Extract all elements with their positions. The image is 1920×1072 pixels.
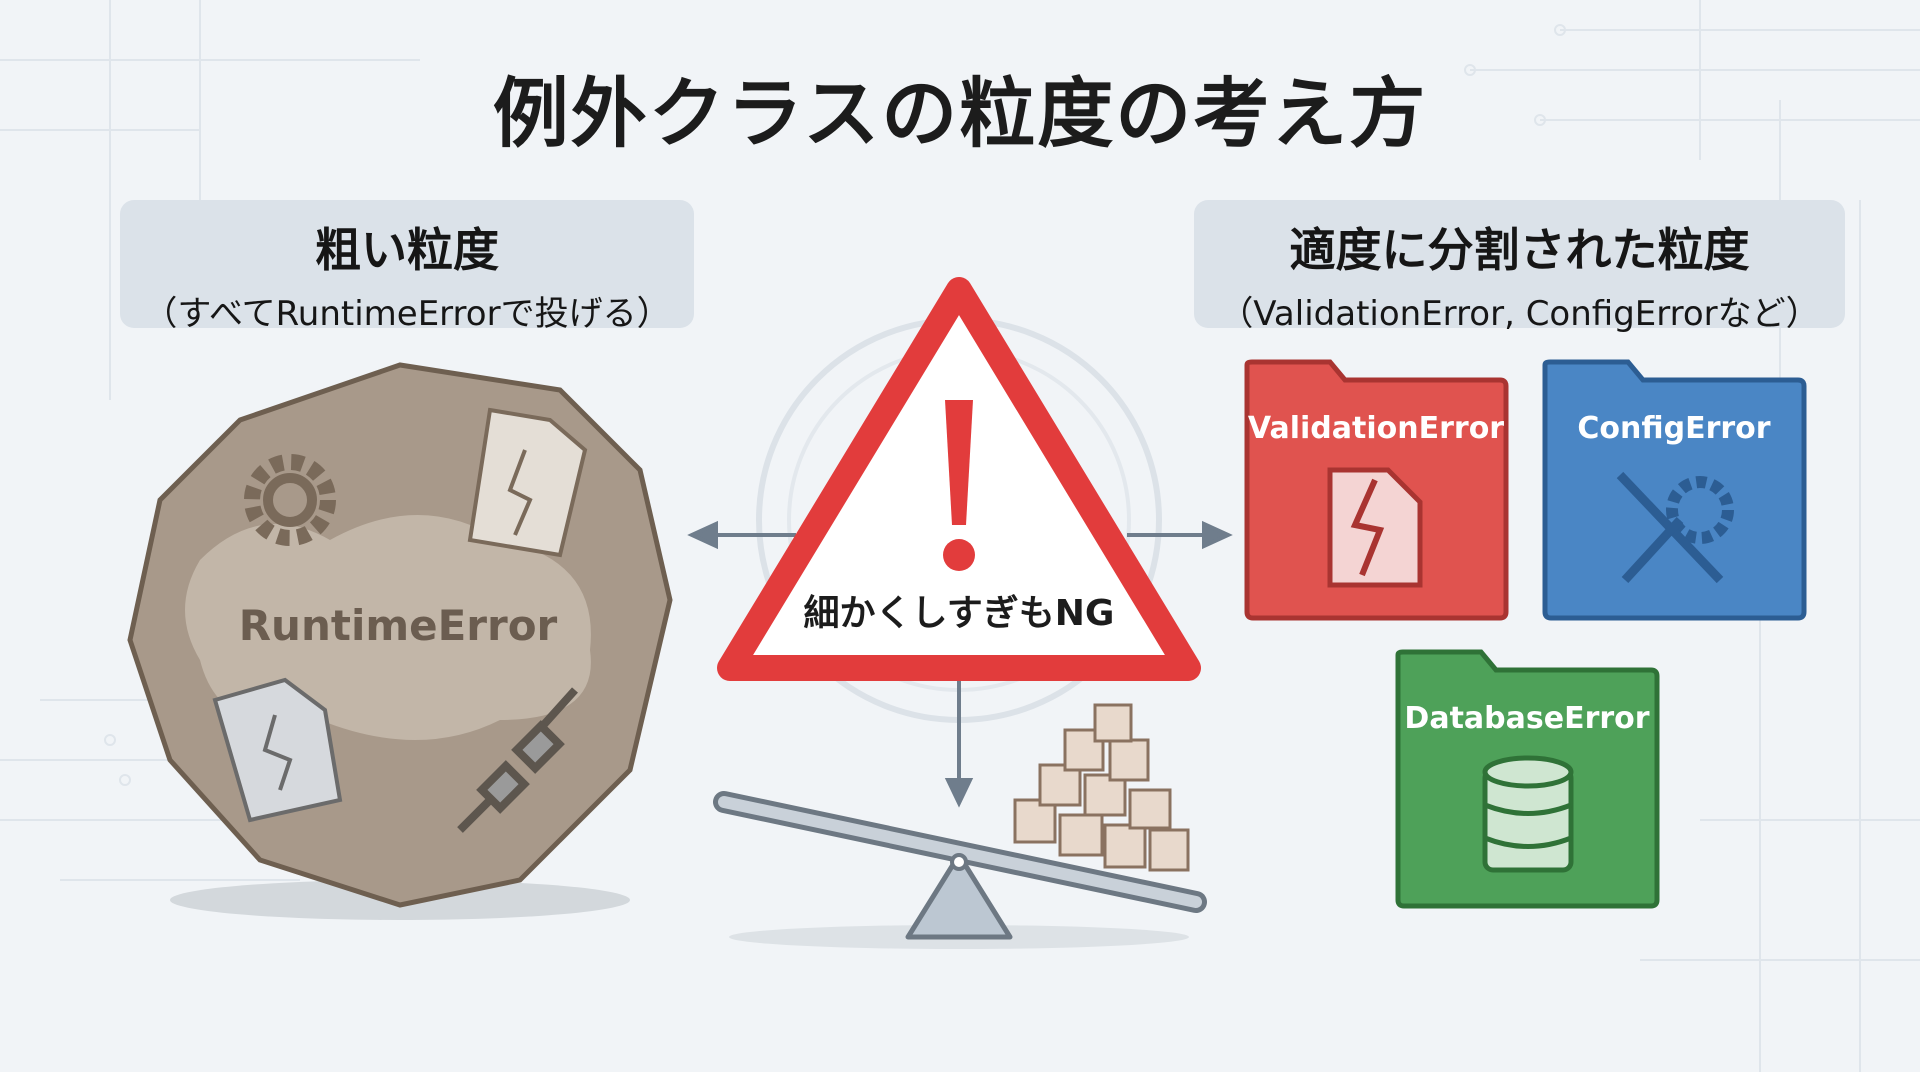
folder-label: ValidationError bbox=[1248, 411, 1504, 446]
moderate-subheading: （ValidationError, ConfigErrorなど） bbox=[1219, 294, 1820, 334]
coarse-granularity-header: 粗い粒度 （すべてRuntimeErrorで投げる） bbox=[120, 200, 694, 334]
runtime-error-rock: RuntimeError bbox=[127, 362, 673, 920]
coarse-heading: 粗い粒度 bbox=[315, 223, 499, 277]
folder-validation-error: ValidationError bbox=[1244, 359, 1509, 621]
arrows bbox=[687, 520, 1233, 808]
warning-sign: 細かくしすぎもNG bbox=[717, 277, 1201, 681]
exclamation-icon bbox=[945, 400, 973, 525]
folder-label: ConfigError bbox=[1577, 411, 1770, 446]
folder-config-error: ConfigError bbox=[1542, 359, 1807, 621]
warning-label: 細かくしすぎもNG bbox=[804, 593, 1115, 634]
unplugged-cable-icon bbox=[457, 687, 578, 833]
tools-gear-icon bbox=[1616, 471, 1734, 584]
rock-label: RuntimeError bbox=[239, 601, 558, 650]
coarse-subheading: （すべてRuntimeErrorで投げる） bbox=[143, 294, 671, 334]
left-arrowhead bbox=[687, 520, 718, 550]
gear-icon bbox=[244, 454, 336, 546]
right-arrowhead bbox=[1202, 520, 1233, 550]
database-icon bbox=[1482, 755, 1574, 873]
folder-label: DatabaseError bbox=[1404, 701, 1649, 736]
moderate-granularity-header: 適度に分割された粒度 （ValidationError, ConfigError… bbox=[1194, 200, 1845, 334]
down-arrowhead bbox=[944, 778, 974, 808]
broken-document-icon bbox=[467, 407, 588, 558]
page-title: 例外クラスの粒度の考え方 bbox=[492, 69, 1428, 158]
moderate-heading: 適度に分割された粒度 bbox=[1289, 223, 1750, 277]
seesaw bbox=[713, 703, 1207, 949]
folder-database-error: DatabaseError bbox=[1395, 649, 1660, 909]
broken-document-icon bbox=[1327, 467, 1423, 588]
small-fragments-pile bbox=[1013, 703, 1190, 872]
broken-document-icon bbox=[212, 677, 343, 823]
